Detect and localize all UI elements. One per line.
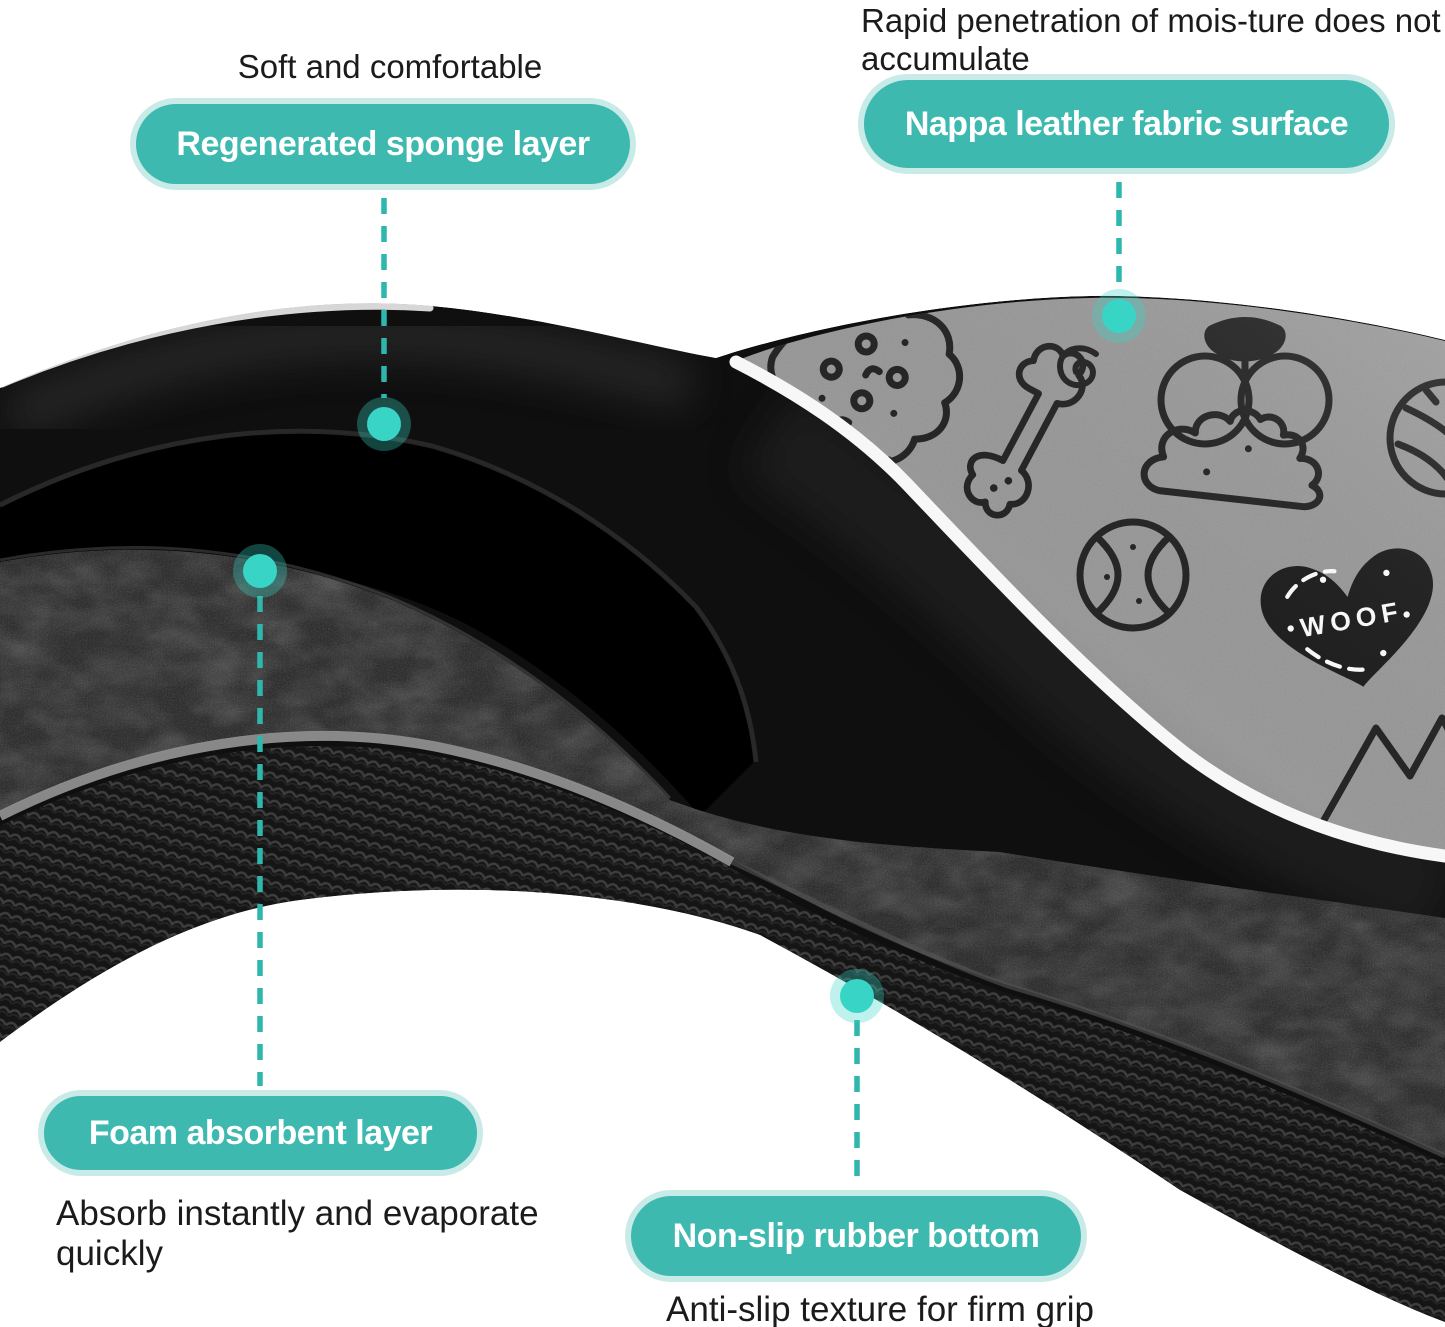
callout-dot-foam xyxy=(233,544,287,598)
callout-dot-fabric xyxy=(1092,289,1146,343)
sponge-label-pill: Regenerated sponge layer xyxy=(130,98,636,190)
gray-edge-line-faint xyxy=(730,859,1445,1159)
sponge-sheen xyxy=(0,311,696,441)
foam-label-pill: Foam absorbent layer xyxy=(38,1090,483,1176)
mat-layers: WOOF xyxy=(0,295,1445,1323)
fabric-label-pill: Nappa leather fabric surface xyxy=(858,74,1395,174)
rubber-caption: Anti-slip texture for firm grip xyxy=(666,1290,1094,1327)
cavity-shadow xyxy=(0,432,754,816)
gray-edge-line xyxy=(0,730,735,867)
callout-dot-rubber xyxy=(830,969,884,1023)
sponge-caption: Soft and comfortable xyxy=(237,48,543,85)
rubber-label-pill: Non-slip rubber bottom xyxy=(625,1190,1087,1282)
callout-dots xyxy=(233,289,1146,1023)
fabric-caption: Rapid penetration of mois-ture does not … xyxy=(861,2,1441,77)
foam-caption: Absorb instantly and evaporate quickly xyxy=(56,1194,539,1273)
callout-lines xyxy=(257,182,1122,1188)
fabric-layer: WOOF xyxy=(738,297,1445,855)
callout-dot-sponge xyxy=(357,397,411,451)
rubber-layer xyxy=(0,745,1445,1322)
sponge-band-sheen xyxy=(742,388,1445,943)
sponge-underside-rim xyxy=(0,428,759,763)
white-edge-strip xyxy=(729,355,1445,863)
fabric-shading xyxy=(738,297,1445,855)
